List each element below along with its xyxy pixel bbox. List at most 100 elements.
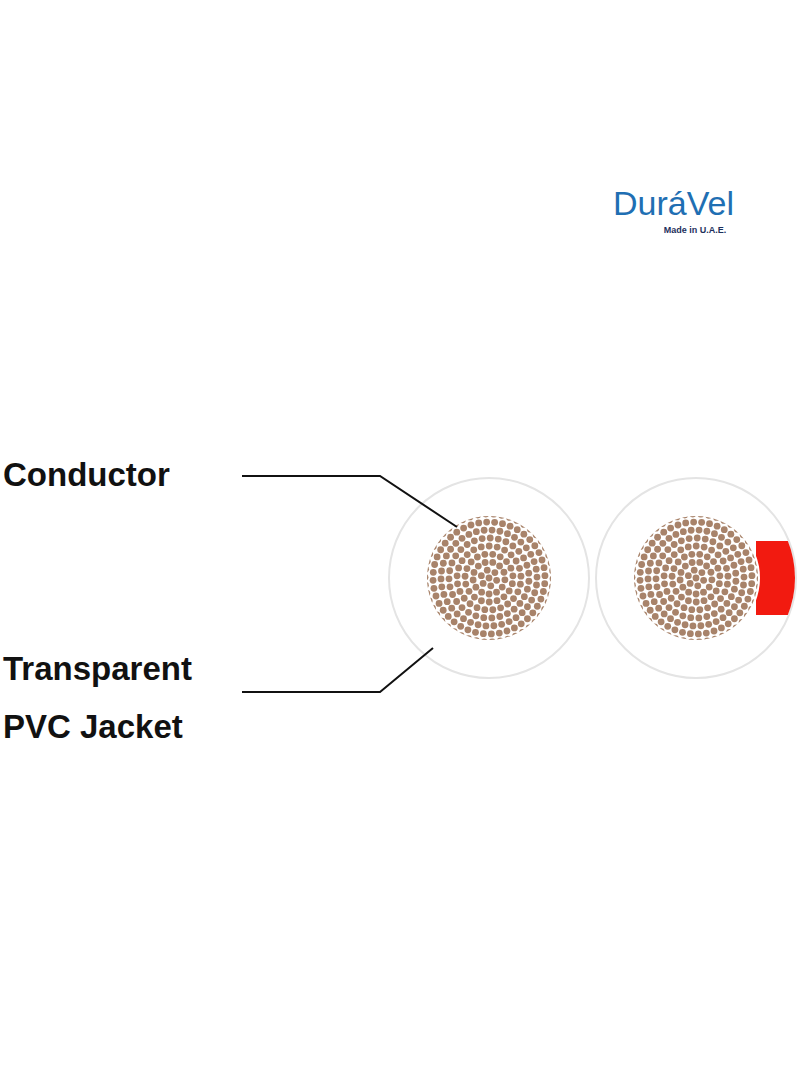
strand xyxy=(717,595,724,602)
strand xyxy=(447,534,454,541)
brand-tagline: Made in U.A.E. xyxy=(640,226,750,236)
strand xyxy=(633,597,640,604)
strand xyxy=(431,561,438,568)
strand xyxy=(730,544,737,551)
strand xyxy=(688,638,695,645)
strand xyxy=(514,517,521,524)
strand xyxy=(539,557,546,564)
strand xyxy=(654,583,661,590)
strand xyxy=(686,535,693,542)
strand xyxy=(426,597,433,604)
strand xyxy=(508,551,515,558)
strand xyxy=(445,525,452,532)
strand xyxy=(651,623,658,630)
conductor-core xyxy=(425,514,553,642)
strand xyxy=(693,591,700,598)
strand xyxy=(422,582,429,589)
strand xyxy=(493,577,500,584)
strand xyxy=(652,613,659,620)
strand xyxy=(481,606,488,613)
strand xyxy=(447,583,454,590)
strand xyxy=(687,580,694,587)
strand xyxy=(441,591,448,598)
strand xyxy=(440,607,447,614)
strand xyxy=(694,582,701,589)
strand xyxy=(470,577,477,584)
strand xyxy=(445,613,452,620)
strand xyxy=(431,585,438,592)
strand xyxy=(629,566,636,573)
strand xyxy=(495,536,502,543)
strand xyxy=(459,516,466,523)
strand xyxy=(510,595,517,602)
strand xyxy=(453,529,460,536)
strand xyxy=(689,511,696,518)
strand xyxy=(493,589,500,596)
strand xyxy=(658,618,665,625)
strand xyxy=(423,590,430,597)
strand xyxy=(675,522,682,529)
strand xyxy=(693,575,700,582)
strand xyxy=(666,604,673,611)
strand xyxy=(741,574,748,581)
strand xyxy=(690,623,697,630)
strand xyxy=(697,511,704,518)
strand xyxy=(490,622,497,629)
strand xyxy=(732,570,739,577)
strand xyxy=(472,629,479,636)
strand xyxy=(689,559,696,566)
strand xyxy=(731,615,738,622)
strand xyxy=(731,603,738,610)
strand xyxy=(705,512,712,519)
strand xyxy=(462,573,469,580)
strand xyxy=(721,517,728,524)
strand xyxy=(459,557,466,564)
strand xyxy=(681,604,688,611)
strand xyxy=(667,615,674,622)
strand xyxy=(714,565,721,572)
strand xyxy=(743,549,750,556)
strand xyxy=(752,552,759,559)
strand xyxy=(482,559,489,566)
strand xyxy=(711,601,718,608)
strand xyxy=(727,554,734,561)
strand xyxy=(693,599,700,606)
strand xyxy=(723,565,730,572)
strand xyxy=(713,618,720,625)
strand xyxy=(454,572,461,579)
strand xyxy=(716,572,723,579)
strand xyxy=(497,553,504,560)
strand xyxy=(664,588,671,595)
strand xyxy=(696,606,703,613)
strand xyxy=(653,575,660,582)
strand xyxy=(460,615,467,622)
strand xyxy=(438,576,445,583)
strand xyxy=(426,550,433,557)
strand xyxy=(430,569,437,576)
strand xyxy=(471,537,478,544)
strand xyxy=(744,613,751,620)
strand xyxy=(701,544,708,551)
strand xyxy=(664,546,671,553)
strand xyxy=(465,635,472,642)
strand xyxy=(491,569,498,576)
strand xyxy=(451,618,458,625)
strand xyxy=(687,614,694,621)
strand xyxy=(433,593,440,600)
strand xyxy=(478,597,485,604)
strand xyxy=(453,598,460,605)
strand xyxy=(722,548,729,555)
strand xyxy=(704,553,711,560)
strand xyxy=(481,551,488,558)
strand xyxy=(757,575,764,582)
strand xyxy=(716,580,723,587)
strand xyxy=(468,522,475,529)
strand xyxy=(506,618,513,625)
strand xyxy=(541,580,548,587)
strand xyxy=(659,520,666,527)
strand xyxy=(724,539,731,546)
strand xyxy=(528,597,535,604)
strand xyxy=(525,570,532,577)
strand xyxy=(509,572,516,579)
strand xyxy=(486,591,493,598)
